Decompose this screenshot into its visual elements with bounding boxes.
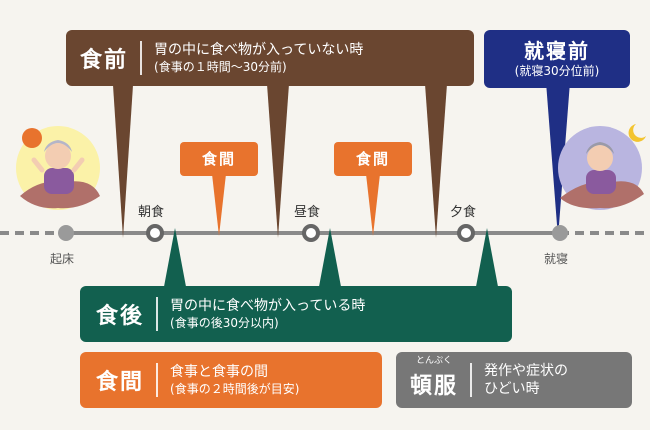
- after-meal-box: 食後 胃の中に食べ物が入っている時 (食事の後30分以内): [80, 286, 512, 342]
- before-meal-pointer-2: [266, 70, 290, 238]
- lunch-point: [302, 224, 320, 242]
- after-meal-pointer-1: [163, 228, 187, 292]
- wake-label: 起床: [50, 252, 75, 266]
- after-meal-pointer-2: [318, 228, 342, 292]
- between-flag-pointer-1: [212, 174, 226, 236]
- wake-point: [58, 225, 74, 241]
- tonpuku-title: 頓服: [410, 374, 459, 399]
- between-meal-note: (食事の２時間後が目安): [170, 382, 300, 396]
- between-meal-box: 食間 食事と食事の間 (食事の２時間後が目安): [80, 352, 382, 408]
- between-flag-label-1: 食間: [201, 150, 236, 168]
- after-meal-title: 食後: [96, 304, 145, 329]
- before-meal-box: 食前 胃の中に食べ物が入っていない時 (食事の１時間〜30分前): [66, 30, 474, 86]
- after-meal-desc: 胃の中に食べ物が入っている時: [170, 298, 366, 314]
- sleep-illustration: [558, 124, 646, 210]
- breakfast-label: 朝食: [138, 205, 165, 220]
- before-meal-pointer-1: [112, 70, 134, 238]
- before-meal-title: 食前: [80, 48, 129, 73]
- tonpuku-ruby: とんぷく: [416, 356, 453, 366]
- between-flag-label-2: 食間: [355, 150, 390, 168]
- tonpuku-desc-2: ひどい時: [484, 381, 540, 397]
- sleep-label: 就寝: [544, 252, 569, 266]
- between-meal-title: 食間: [96, 370, 145, 395]
- before-meal-desc: 胃の中に食べ物が入っていない時: [154, 42, 364, 58]
- tonpuku-desc-1: 発作や症状の: [484, 363, 569, 379]
- between-meal-desc: 食事と食事の間: [170, 364, 269, 380]
- lunch-label: 昼食: [294, 205, 321, 220]
- bedtime-box: 就寝前 (就寝30分位前): [484, 30, 630, 88]
- between-flag-pointer-2: [366, 174, 380, 236]
- breakfast-point: [146, 224, 164, 242]
- tonpuku-box: とんぷく 頓服 発作や症状の ひどい時: [396, 352, 632, 408]
- before-meal-note: (食事の１時間〜30分前): [154, 60, 287, 74]
- bedtime-note: (就寝30分位前): [514, 64, 600, 78]
- bedtime-title: 就寝前: [524, 39, 590, 63]
- bedtime-pointer: [546, 82, 570, 238]
- between-flag-2: [334, 142, 412, 176]
- dinner-label: 夕食: [450, 205, 477, 220]
- before-meal-pointer-3: [424, 70, 448, 238]
- sleep-point: [552, 225, 568, 241]
- wake-up-illustration: [16, 126, 100, 210]
- dinner-point: [457, 224, 475, 242]
- after-meal-pointer-3: [475, 228, 499, 292]
- after-meal-note: (食事の後30分以内): [170, 316, 279, 330]
- between-flag-1: [180, 142, 258, 176]
